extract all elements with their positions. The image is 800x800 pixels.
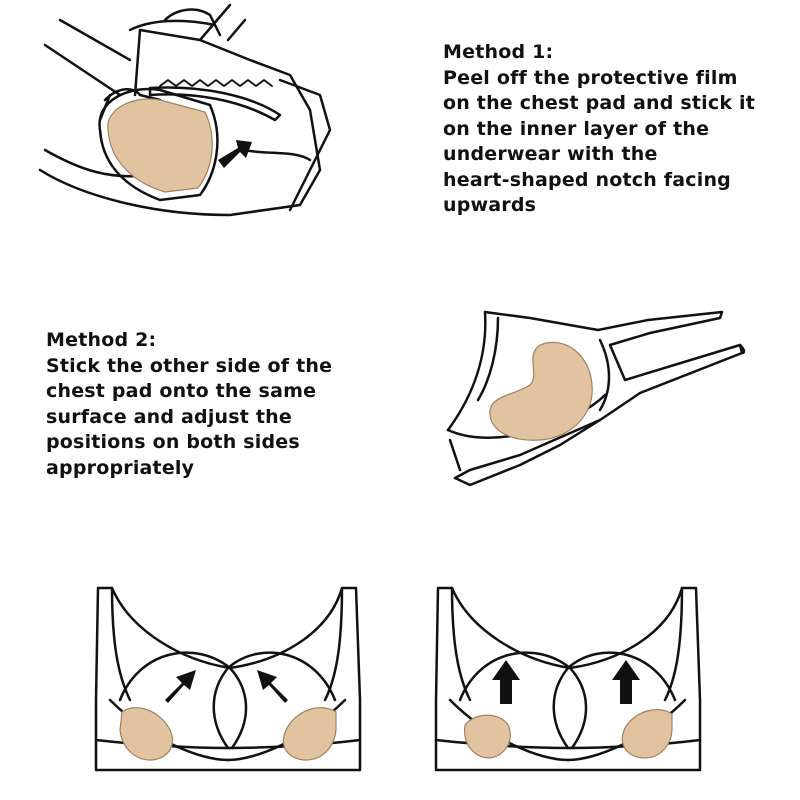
method-2-block: Method 2: Stick the other side of the ch… <box>46 328 332 481</box>
method-1-line: underwear with the <box>443 143 658 165</box>
method-2-line: chest pad onto the same <box>46 380 317 402</box>
pad-shape-5 <box>463 714 511 759</box>
pad-shape-2 <box>489 341 593 441</box>
method-2-heading: Method 2: <box>46 329 157 351</box>
arrow-up-right-icon <box>218 140 252 168</box>
arrow-up-icon <box>612 660 640 704</box>
method-2-line: Stick the other side of the <box>46 354 333 377</box>
method-1-line: Peel off the protective film <box>443 66 738 89</box>
method-1-heading: Method 1: <box>443 41 554 63</box>
pad-shape-4 <box>282 707 337 761</box>
arrow-up-icon <box>492 660 520 704</box>
method-1-line: upwards <box>443 194 537 216</box>
method-1-line: on the chest pad and stick it <box>443 92 755 114</box>
arrow-up-right-icon <box>165 670 196 703</box>
pad-shape-3 <box>119 707 173 761</box>
method-2-line: positions on both sides <box>46 431 300 453</box>
method-1-block: Method 1: Peel off the protective film o… <box>443 40 755 219</box>
method-2-line: surface and adjust the <box>46 405 292 428</box>
illustration-pad-in-cup <box>446 310 746 487</box>
pad-shape-6 <box>621 709 673 759</box>
pad-shape-1 <box>107 98 213 193</box>
method-1-line: on the inner layer of the <box>443 117 710 140</box>
method-2-line: appropriately <box>46 456 195 479</box>
illustration-peel-pad <box>38 3 332 217</box>
method-1-line: heart-shaped notch facing <box>443 168 731 191</box>
arrow-up-left-icon <box>257 670 288 703</box>
